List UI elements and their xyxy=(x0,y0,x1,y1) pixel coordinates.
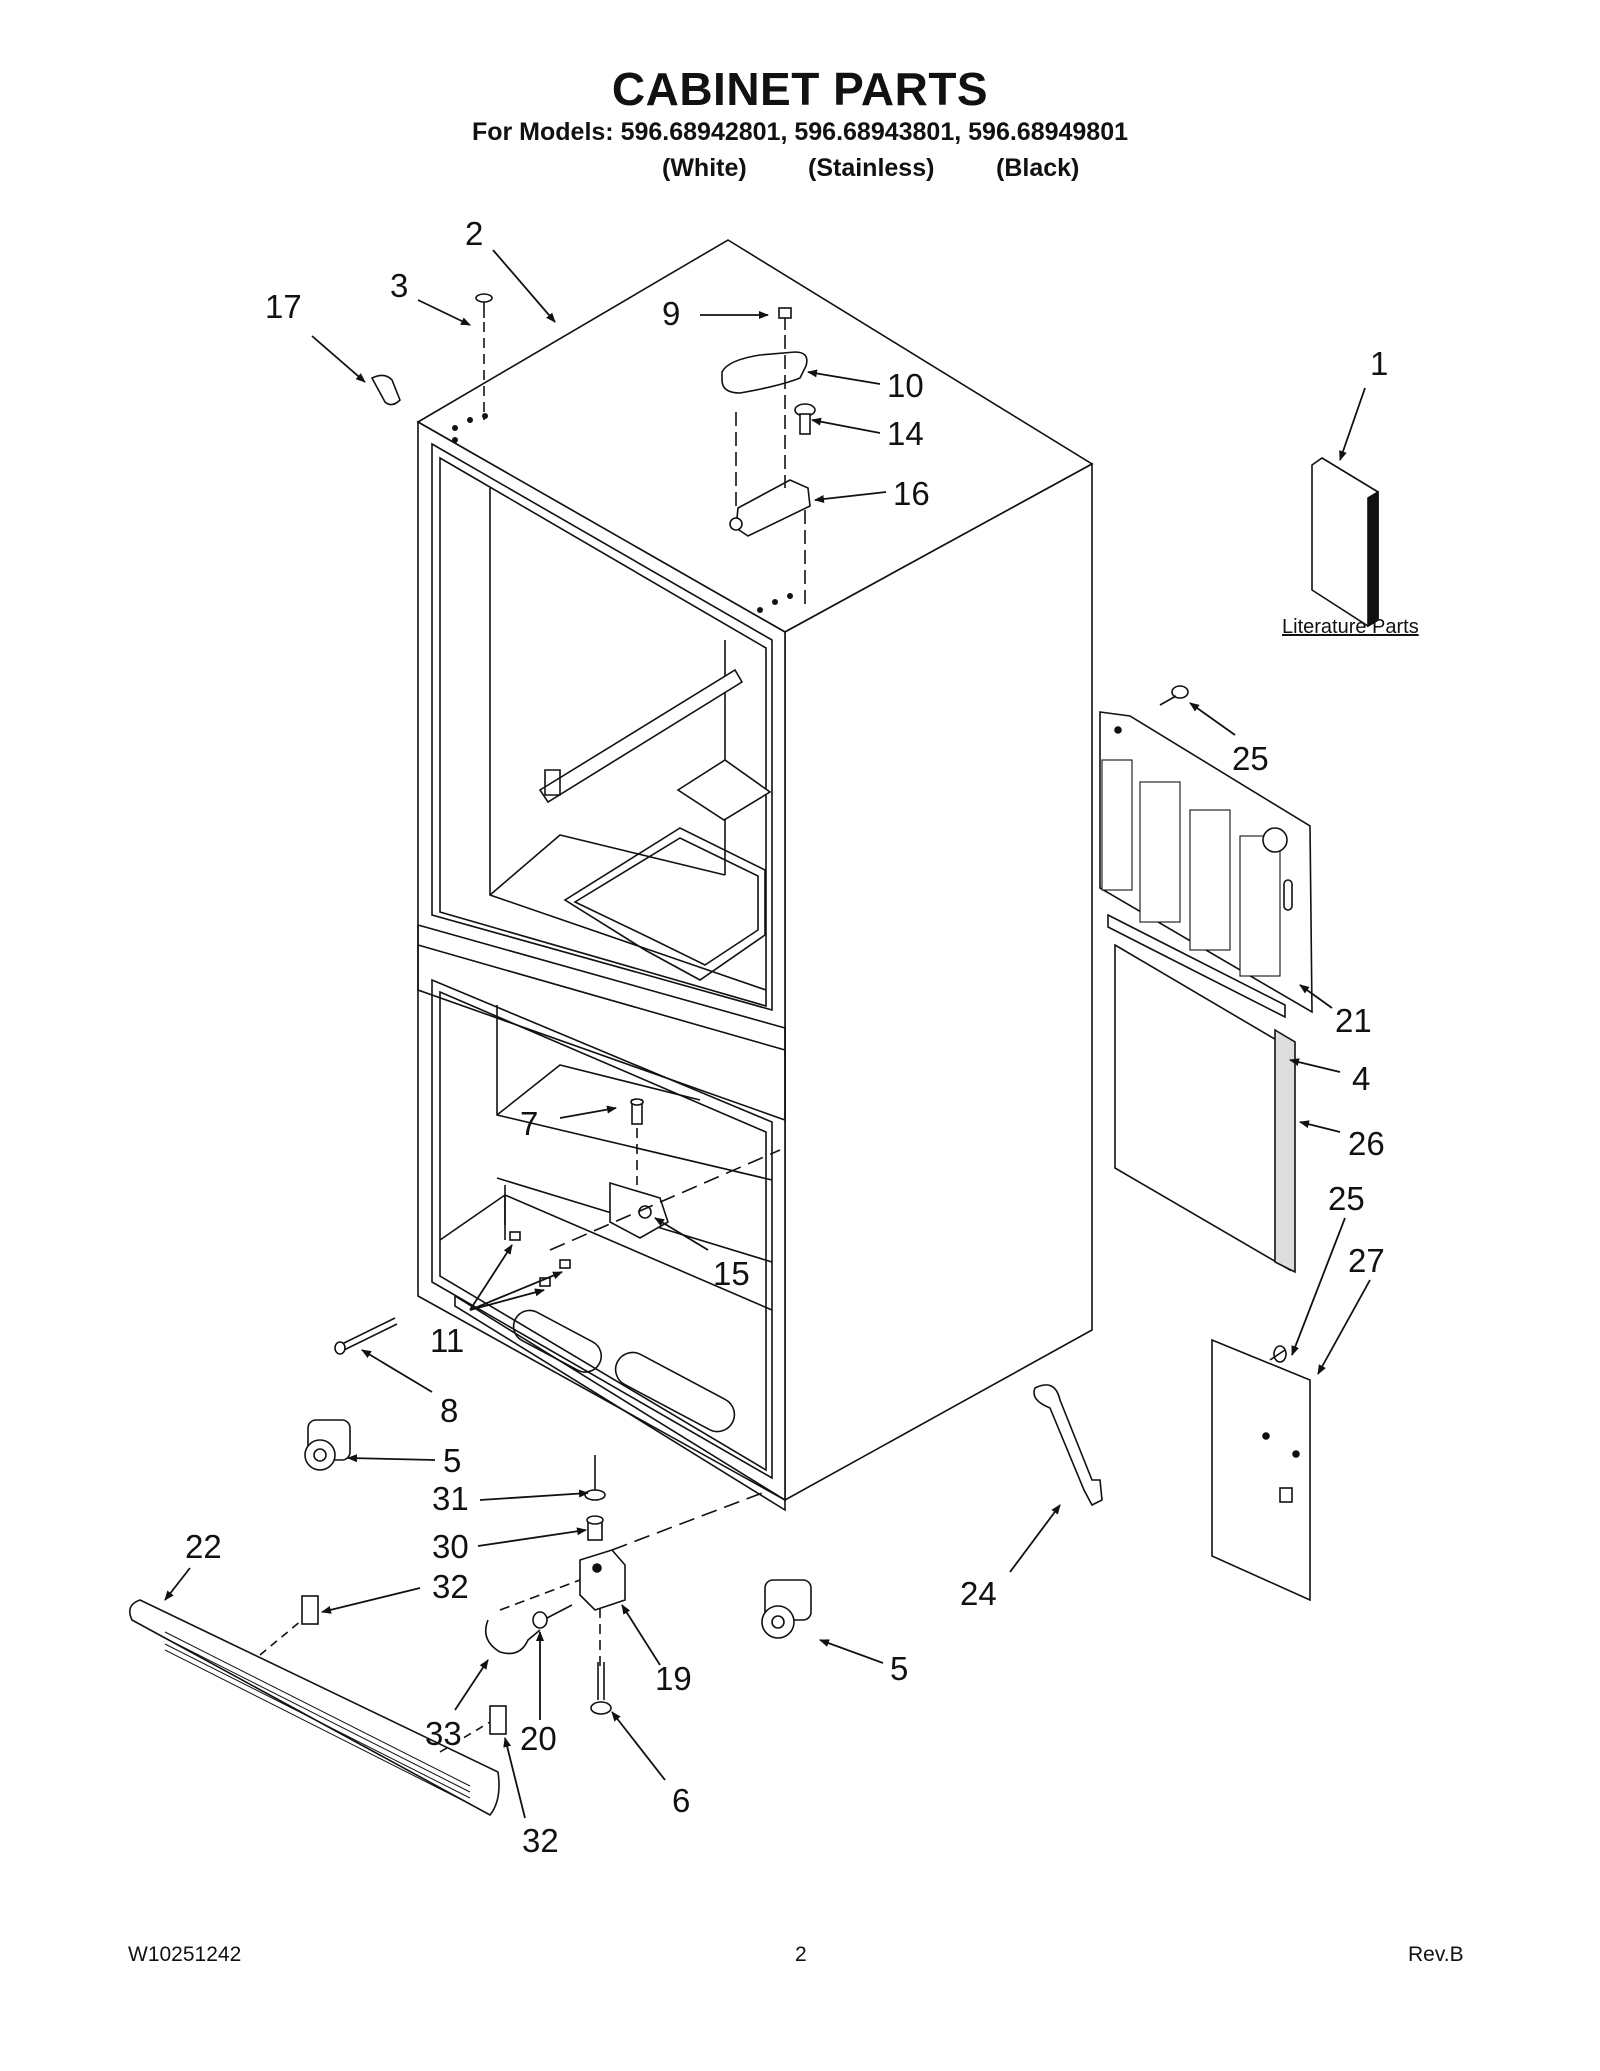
stud-part-7 xyxy=(630,1098,644,1185)
clip-part-32-bottom xyxy=(489,1705,507,1735)
revision-label: Rev.B xyxy=(1408,1943,1464,1966)
toe-grille-part-22 xyxy=(129,1599,500,1817)
callout-24: 24 xyxy=(960,1575,997,1612)
callout-32-bottom: 32 xyxy=(522,1822,559,1859)
clip-part-32-top xyxy=(301,1595,319,1625)
strip-part-4 xyxy=(1107,913,1286,1019)
models-line: For Models: 596.68942801, 596.68943801, … xyxy=(471,118,1129,146)
page-title: CABINET PARTS xyxy=(611,63,989,115)
callout-labels: 1 2 3 4 5 5 6 7 8 9 10 11 14 15 16 17 19… xyxy=(185,215,1419,1859)
callout-10: 10 xyxy=(887,367,924,404)
callout-14: 14 xyxy=(887,415,924,452)
callout-5-left: 5 xyxy=(443,1442,461,1479)
callout-7: 7 xyxy=(520,1105,538,1142)
callout-31: 31 xyxy=(432,1480,469,1517)
screw-part-3 xyxy=(475,293,493,420)
screw-part-9 xyxy=(778,307,792,330)
clip-part-33 xyxy=(484,1619,541,1655)
callout-16: 16 xyxy=(893,475,930,512)
callout-15: 15 xyxy=(713,1255,750,1292)
callout-1: 1 xyxy=(1370,345,1388,382)
stud-part-30 xyxy=(586,1515,604,1541)
leader-lines xyxy=(164,249,1371,1819)
screw-part-20 xyxy=(532,1604,573,1629)
callout-27: 27 xyxy=(1348,1242,1385,1279)
variant-black: (Black) xyxy=(996,154,1080,182)
leveling-handle-part-24 xyxy=(1033,1384,1103,1507)
washer-part-31 xyxy=(584,1489,606,1501)
callout-3: 3 xyxy=(390,267,408,304)
callout-5-right: 5 xyxy=(890,1650,908,1687)
callout-11: 11 xyxy=(430,1322,464,1359)
literature-parts-label: Literature Parts xyxy=(1282,616,1419,638)
variant-stainless: (Stainless) xyxy=(808,154,935,182)
callout-25-top: 25 xyxy=(1232,740,1269,777)
roller-part-5-right xyxy=(761,1579,812,1639)
bolt-part-8 xyxy=(334,1317,398,1355)
panel-part-27 xyxy=(1211,1338,1311,1602)
callout-20: 20 xyxy=(520,1720,557,1757)
literature-book-part-1 xyxy=(1311,457,1379,628)
doc-number: W10251242 xyxy=(128,1943,242,1966)
callout-8: 8 xyxy=(440,1392,458,1429)
callout-19: 19 xyxy=(655,1660,692,1697)
screw-part-25-bottom xyxy=(1269,1345,1287,1363)
callout-4: 4 xyxy=(1352,1060,1370,1097)
callout-26: 26 xyxy=(1348,1125,1385,1162)
bracket-part-19 xyxy=(579,1549,626,1611)
callout-25-bottom: 25 xyxy=(1328,1180,1365,1217)
bolt-part-14 xyxy=(794,403,816,435)
cabinet-body xyxy=(416,239,1094,1512)
callout-22: 22 xyxy=(185,1528,222,1565)
leveling-leg-part-6 xyxy=(590,1662,612,1715)
strip-part-17 xyxy=(370,374,401,406)
callout-9: 9 xyxy=(662,295,680,332)
callout-2: 2 xyxy=(465,215,483,252)
callout-17: 17 xyxy=(265,288,302,325)
callout-21: 21 xyxy=(1335,1002,1372,1039)
grille-panel-part-21 xyxy=(1099,711,1313,1014)
callout-33: 33 xyxy=(425,1715,462,1752)
callout-30: 30 xyxy=(432,1528,469,1565)
callout-6: 6 xyxy=(672,1782,690,1819)
variant-white: (White) xyxy=(662,154,747,182)
screw-part-25-top xyxy=(1159,685,1189,706)
callout-32-top: 32 xyxy=(432,1568,469,1605)
roller-part-5-left xyxy=(304,1419,351,1471)
page-number: 2 xyxy=(795,1943,807,1966)
